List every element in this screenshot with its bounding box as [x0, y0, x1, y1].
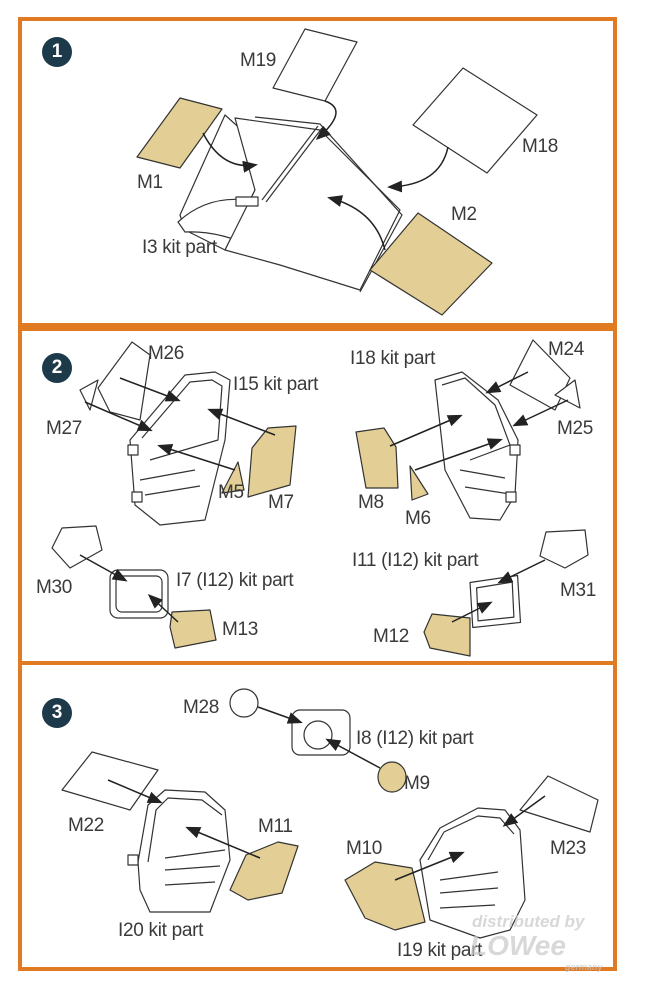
label-i20-kit-part: I20 kit part — [118, 920, 204, 941]
label-i8-kit-part: I8 (I12) kit part — [356, 728, 474, 749]
label-m13: M13 — [222, 619, 259, 640]
mask-m27 — [79, 379, 99, 411]
mask-m2 — [369, 212, 493, 316]
label-m26: M26 — [148, 343, 185, 364]
label-m7: M7 — [268, 492, 294, 513]
step-2-badge: 2 — [42, 353, 72, 383]
label-m23: M23 — [550, 838, 587, 859]
canopy-i3-drawing — [177, 114, 403, 293]
watermark-distributed-by: distributed by — [472, 912, 585, 931]
label-i19-kit-part: I19 kit part — [397, 940, 483, 961]
label-i11-kit-part: I11 (I12) kit part — [352, 550, 479, 571]
label-i18-kit-part: I18 kit part — [350, 348, 436, 369]
mask-m13 — [169, 609, 217, 649]
label-m22: M22 — [68, 815, 105, 836]
label-m8: M8 — [358, 492, 384, 513]
label-m9: M9 — [404, 773, 430, 794]
step-1-panel — [18, 17, 617, 331]
mask-m9 — [377, 761, 407, 793]
label-m18: M18 — [522, 136, 559, 157]
mask-m23 — [519, 775, 599, 833]
label-m31: M31 — [560, 580, 597, 601]
mask-m1 — [136, 97, 223, 169]
label-i3-kit-part: I3 kit part — [142, 237, 217, 258]
divider — [18, 661, 617, 665]
mask-m7 — [247, 425, 297, 498]
door-i19-drawing — [419, 807, 526, 939]
label-m25: M25 — [557, 418, 594, 439]
divider — [18, 323, 617, 327]
mask-m18 — [412, 67, 538, 174]
label-m27: M27 — [46, 418, 83, 439]
door-i15-drawing — [129, 371, 231, 526]
label-i7-kit-part: I7 (I12) kit part — [176, 570, 294, 591]
mask-m5 — [221, 461, 245, 494]
mask-m28 — [229, 688, 259, 718]
label-m30: M30 — [36, 577, 73, 598]
label-i15-kit-part: I15 kit part — [233, 374, 319, 395]
label-m24: M24 — [548, 339, 585, 360]
mask-m12 — [423, 613, 471, 657]
label-m1: M1 — [137, 172, 163, 193]
label-m5: M5 — [218, 482, 244, 503]
mask-m26 — [97, 341, 151, 421]
watermark-logo: LOWee — [470, 930, 566, 961]
label-m2: M2 — [451, 204, 477, 225]
mask-m30 — [51, 525, 103, 569]
mask-m11 — [229, 841, 299, 901]
watermark-germany: germany — [565, 962, 603, 972]
label-m12: M12 — [373, 626, 410, 647]
step-3-badge: 3 — [42, 698, 72, 728]
mask-m19 — [272, 28, 358, 102]
mask-m24 — [509, 339, 571, 411]
label-m28: M28 — [183, 697, 220, 718]
mask-m31 — [539, 529, 589, 569]
label-m11: M11 — [258, 816, 293, 837]
label-m19: M19 — [240, 50, 277, 71]
mask-m6 — [409, 465, 429, 501]
mask-m10 — [344, 861, 426, 931]
step-3-panel — [18, 665, 617, 971]
label-m6: M6 — [405, 508, 431, 529]
mask-m8 — [355, 427, 399, 489]
step-1-badge: 1 — [42, 37, 72, 67]
label-m10: M10 — [346, 838, 383, 859]
mask-m25 — [554, 379, 581, 409]
